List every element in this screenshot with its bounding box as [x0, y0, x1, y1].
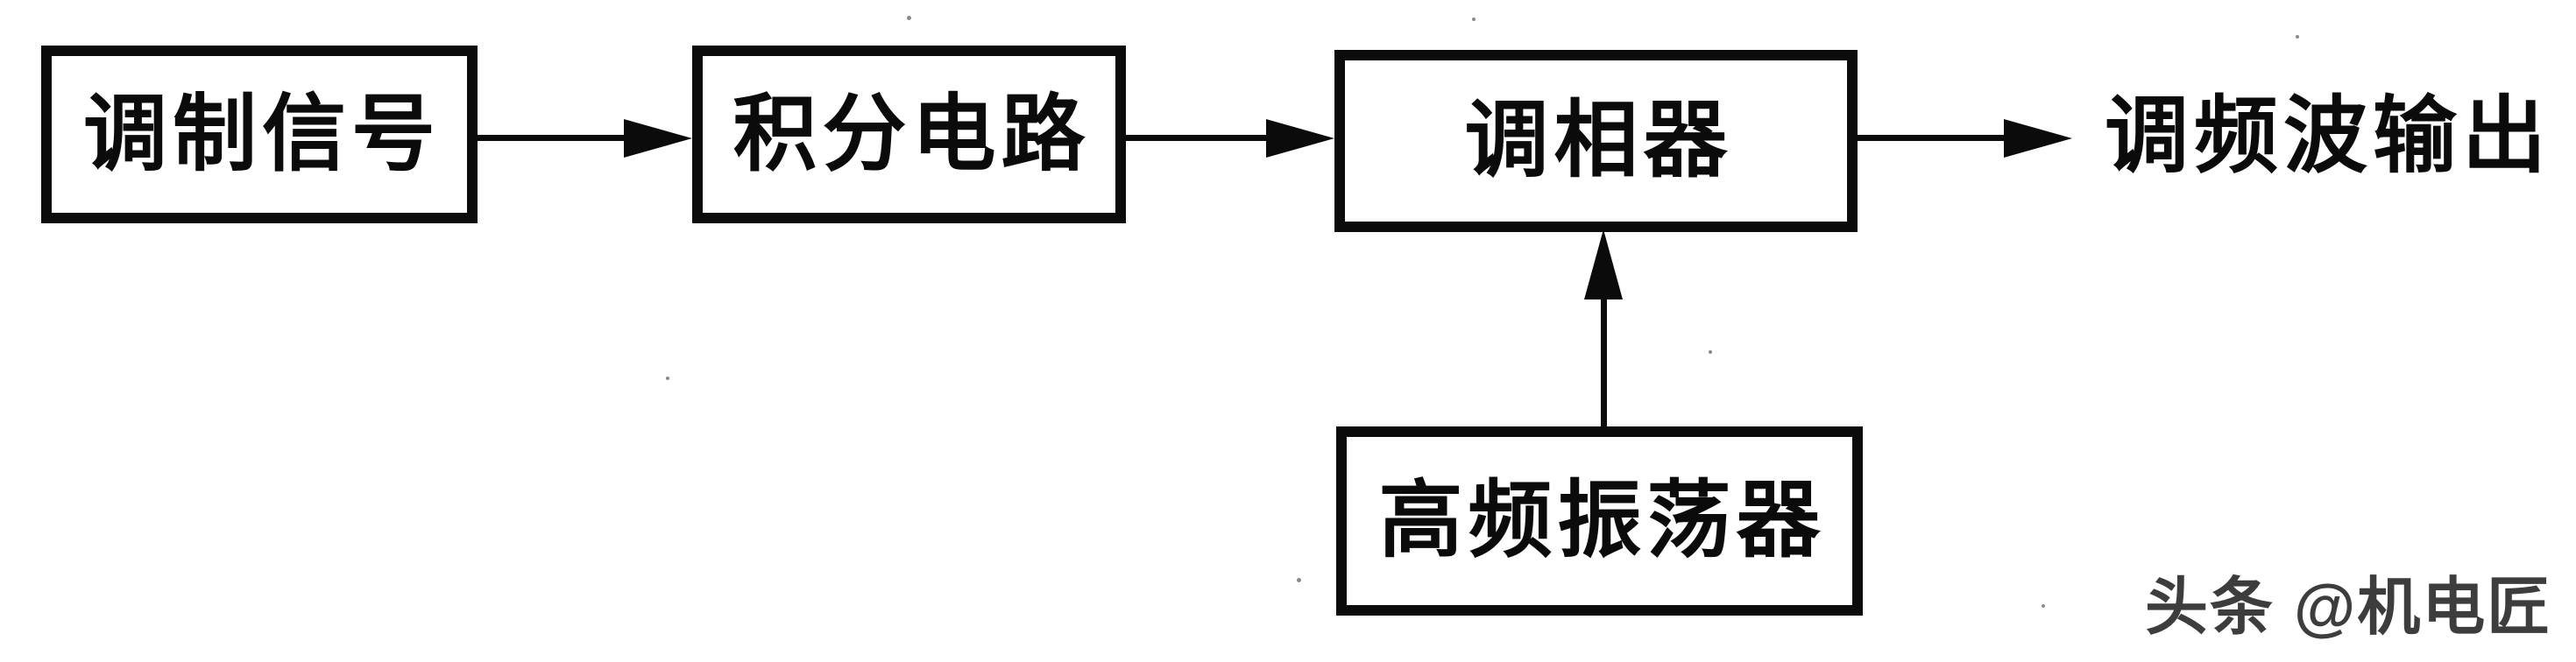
- block-integrator-circuit: 积分电路: [692, 46, 1126, 223]
- arrow-phase-modulator-to-output-head: [2004, 119, 2072, 158]
- scan-speck: [1297, 578, 1301, 582]
- arrow-phase-modulator-to-output-line: [1858, 135, 2011, 141]
- watermark-text: 头条 @机电匠: [2145, 573, 2552, 643]
- scan-speck: [1709, 350, 1712, 354]
- scan-speck: [2296, 35, 2299, 39]
- fm-wave-output-label: 调频波输出: [2105, 89, 2551, 183]
- arrow-signal-to-integrator-head: [624, 119, 692, 158]
- block-integrator-circuit-label: 积分电路: [732, 87, 1091, 181]
- block-hf-oscillator-label: 高频振荡器: [1378, 474, 1826, 567]
- block-phase-modulator-label: 调相器: [1464, 94, 1733, 187]
- arrow-oscillator-to-phase-modulator-head: [1584, 229, 1623, 299]
- arrow-integrator-to-phase-modulator-head: [1266, 119, 1334, 158]
- block-modulating-signal-label: 调制信号: [83, 87, 441, 181]
- scan-speck: [2042, 604, 2045, 608]
- scan-speck: [666, 377, 669, 380]
- block-phase-modulator: 调相器: [1334, 50, 1858, 232]
- block-hf-oscillator: 高频振荡器: [1336, 426, 1863, 616]
- block-modulating-signal: 调制信号: [41, 46, 478, 223]
- arrow-integrator-to-phase-modulator-line: [1126, 135, 1279, 141]
- scan-speck: [1472, 18, 1476, 21]
- scan-speck: [907, 16, 911, 20]
- arrow-oscillator-to-phase-modulator-line: [1601, 289, 1607, 427]
- arrow-signal-to-integrator-line: [478, 135, 640, 141]
